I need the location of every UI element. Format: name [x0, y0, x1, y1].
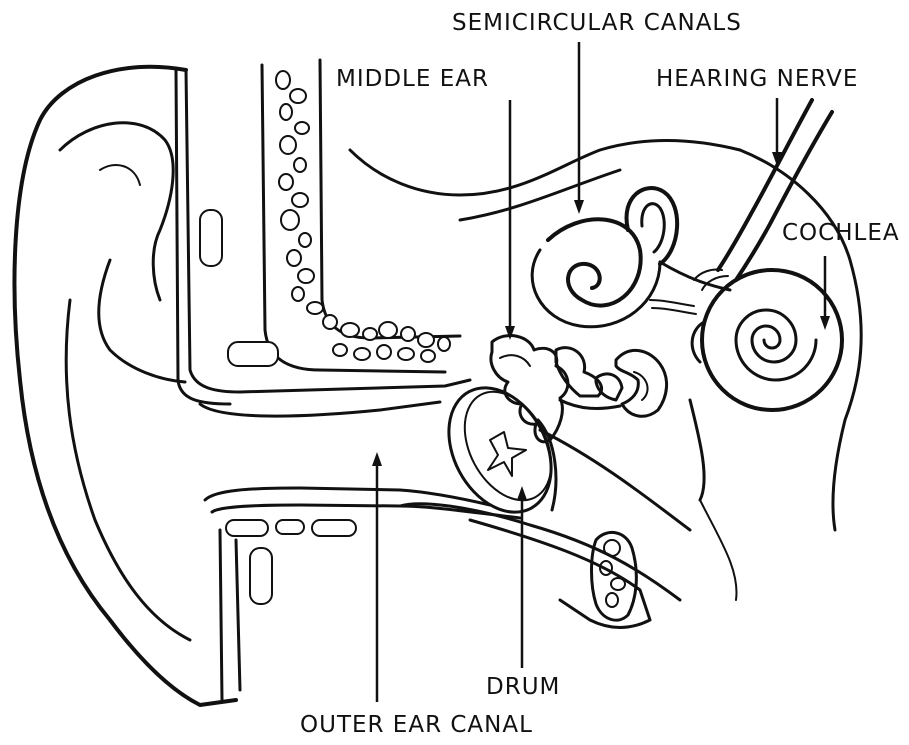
ossicles [491, 336, 667, 442]
label-semicircular-canals: SEMICIRCULAR CANALS [452, 10, 742, 36]
cochlea-spiral [692, 270, 842, 410]
ear-canal-walls [200, 400, 704, 700]
semicircular-canals [532, 188, 730, 327]
label-drum: DRUM [486, 674, 560, 700]
label-cochlea: COCHLEA [782, 220, 900, 246]
label-middle-ear: MIDDLE EAR [336, 66, 489, 92]
label-outer-ear-canal: OUTER EAR CANAL [300, 712, 533, 738]
label-hearing-nerve: HEARING NERVE [656, 66, 858, 92]
